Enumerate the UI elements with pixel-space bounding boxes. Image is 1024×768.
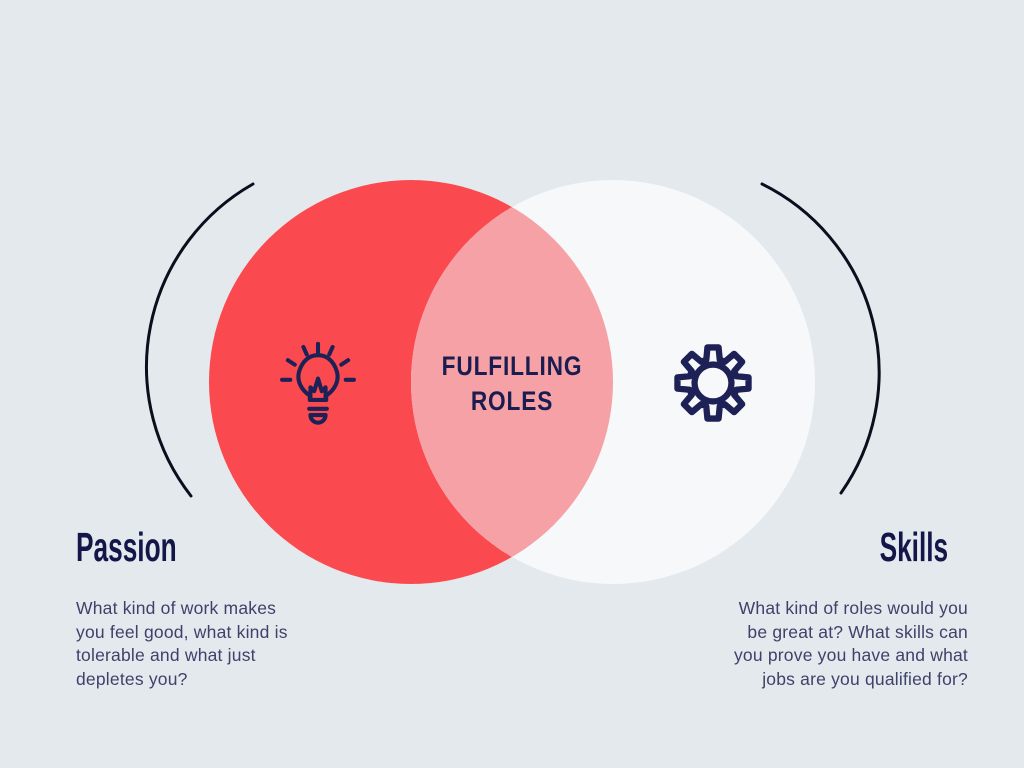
center-title: FULFILLING ROLES bbox=[386, 349, 638, 419]
description-line: depletes you? bbox=[76, 668, 188, 689]
right-decorative-arc bbox=[760, 182, 881, 495]
skills-description: What kind of roles would you be great at… bbox=[734, 597, 968, 691]
passion-label: Passion bbox=[76, 524, 177, 570]
center-title-line1: FULFILLING bbox=[441, 351, 583, 381]
lightbulb-icon bbox=[280, 341, 356, 425]
description-line: What kind of roles would you bbox=[738, 598, 968, 618]
left-decorative-arc bbox=[145, 182, 255, 498]
description-line: jobs are you qualified for? bbox=[762, 668, 968, 689]
gear-icon bbox=[674, 344, 752, 422]
skills-label: Skills bbox=[879, 524, 948, 570]
passion-description: What kind of work makes you feel good, w… bbox=[76, 597, 288, 691]
description-line: be great at? What skills can bbox=[747, 621, 968, 642]
description-line: tolerable and what just bbox=[76, 645, 256, 665]
description-line: you prove you have and what bbox=[733, 645, 968, 665]
description-line: you feel good, what kind is bbox=[76, 621, 288, 642]
description-line: What kind of work makes bbox=[76, 598, 277, 618]
center-title-line2: ROLES bbox=[470, 386, 554, 416]
overlap-region bbox=[411, 180, 613, 584]
